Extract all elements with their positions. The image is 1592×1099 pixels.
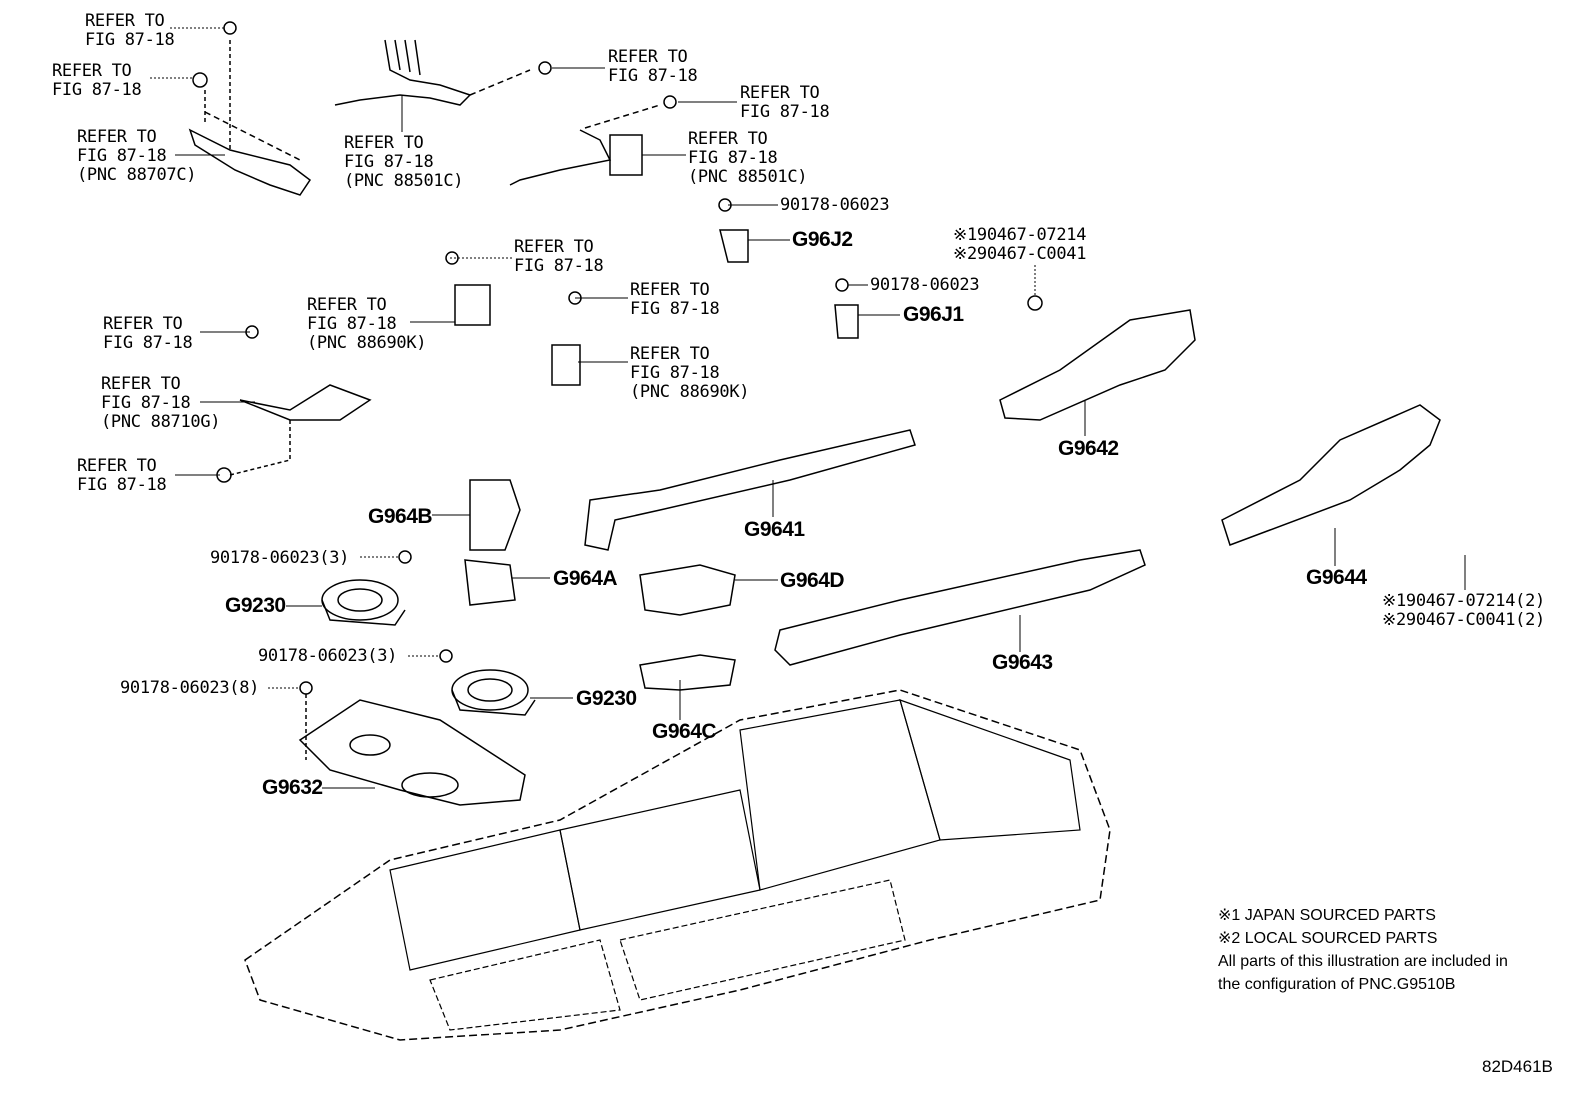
clips-and-brackets — [216, 198, 1043, 483]
part-callout-g9230[interactable]: G9230 — [225, 594, 286, 617]
part-callout-g9632[interactable]: G9632 — [262, 776, 323, 799]
callout-refer-fig-87-18: REFER TO FIG 87-18 — [740, 83, 830, 122]
ducts — [464, 309, 1441, 691]
callout-refer-fig-87-18: REFER TO FIG 87-18 — [77, 456, 167, 495]
part-number-90178-06023[interactable]: 90178-06023 — [780, 195, 890, 215]
part-callout-g964b[interactable]: G964B — [368, 505, 433, 528]
notes-block: ※1 JAPAN SOURCED PARTS ※2 LOCAL SOURCED P… — [1218, 904, 1508, 996]
battery-pack-assembly — [244, 689, 1111, 1041]
wire-harness-88501c-a — [334, 39, 552, 106]
note-configuration-pnc: the configuration of PNC.G9510B — [1218, 976, 1456, 993]
callout-refer-pnc-88710g: REFER TO FIG 87-18 (PNC 88710G) — [101, 374, 221, 432]
callout-refer-pnc-88690k: REFER TO FIG 87-18 (PNC 88690K) — [630, 344, 750, 402]
note-japan-sourced: ※1 JAPAN SOURCED PARTS — [1218, 907, 1436, 924]
note-configuration: All parts of this illustration are inclu… — [1218, 953, 1508, 970]
illustration-code: 82D461B — [1482, 1057, 1553, 1076]
callout-refer-pnc-88501c: REFER TO FIG 87-18 (PNC 88501C) — [688, 129, 808, 187]
part-number-90467[interactable]: ※190467-07214 ※290467-C0041 — [953, 225, 1087, 264]
part-callout-g96j1[interactable]: G96J1 — [903, 303, 964, 326]
part-callout-g964d[interactable]: G964D — [780, 569, 845, 592]
part-number-90178-06023-qty3[interactable]: 90178-06023(3) — [258, 646, 398, 666]
part-number-90178-06023-qty3[interactable]: 90178-06023(3) — [210, 548, 350, 568]
part-number-90178-06023-qty8[interactable]: 90178-06023(8) — [120, 678, 260, 698]
callout-refer-fig-87-18: REFER TO FIG 87-18 — [630, 280, 720, 319]
callout-refer-fig-87-18: REFER TO FIG 87-18 — [608, 47, 698, 86]
part-number-90178-06023[interactable]: 90178-06023 — [870, 275, 980, 295]
blower-fans — [299, 550, 536, 760]
part-callout-g964a[interactable]: G964A — [553, 567, 618, 590]
callout-refer-fig-87-18: REFER TO FIG 87-18 — [103, 314, 193, 353]
callout-refer-fig-87-18: REFER TO FIG 87-18 — [514, 237, 604, 276]
plate-hole — [401, 772, 459, 798]
part-callout-g9644[interactable]: G9644 — [1306, 566, 1367, 589]
part-callout-g9230[interactable]: G9230 — [576, 687, 637, 710]
callout-refer-pnc-88707c: REFER TO FIG 87-18 (PNC 88707C) — [77, 127, 197, 185]
part-callout-g9641[interactable]: G9641 — [744, 518, 805, 541]
part-callout-g96j2[interactable]: G96J2 — [792, 228, 853, 251]
mounting-plate — [298, 699, 526, 806]
part-callout-g9642[interactable]: G9642 — [1058, 437, 1119, 460]
callout-refer-fig-87-18: REFER TO FIG 87-18 — [52, 61, 142, 100]
callout-refer-fig-87-18: REFER TO FIG 87-18 — [85, 11, 175, 50]
note-local-sourced: ※2 LOCAL SOURCED PARTS — [1218, 930, 1438, 947]
plate-hole — [349, 734, 391, 756]
part-callout-g964c[interactable]: G964C — [652, 720, 717, 743]
part-callout-g9643[interactable]: G9643 — [992, 651, 1053, 674]
wire-bracket-88707c — [188, 21, 312, 196]
leader-lines — [150, 27, 1466, 789]
part-number-90467-qty2[interactable]: ※190467-07214(2) ※290467-C0041(2) — [1382, 591, 1545, 630]
callout-refer-pnc-88501c: REFER TO FIG 87-18 (PNC 88501C) — [344, 133, 464, 191]
callout-refer-pnc-88690k: REFER TO FIG 87-18 (PNC 88690K) — [307, 295, 427, 353]
wire-harness-88501c-b — [509, 95, 677, 186]
